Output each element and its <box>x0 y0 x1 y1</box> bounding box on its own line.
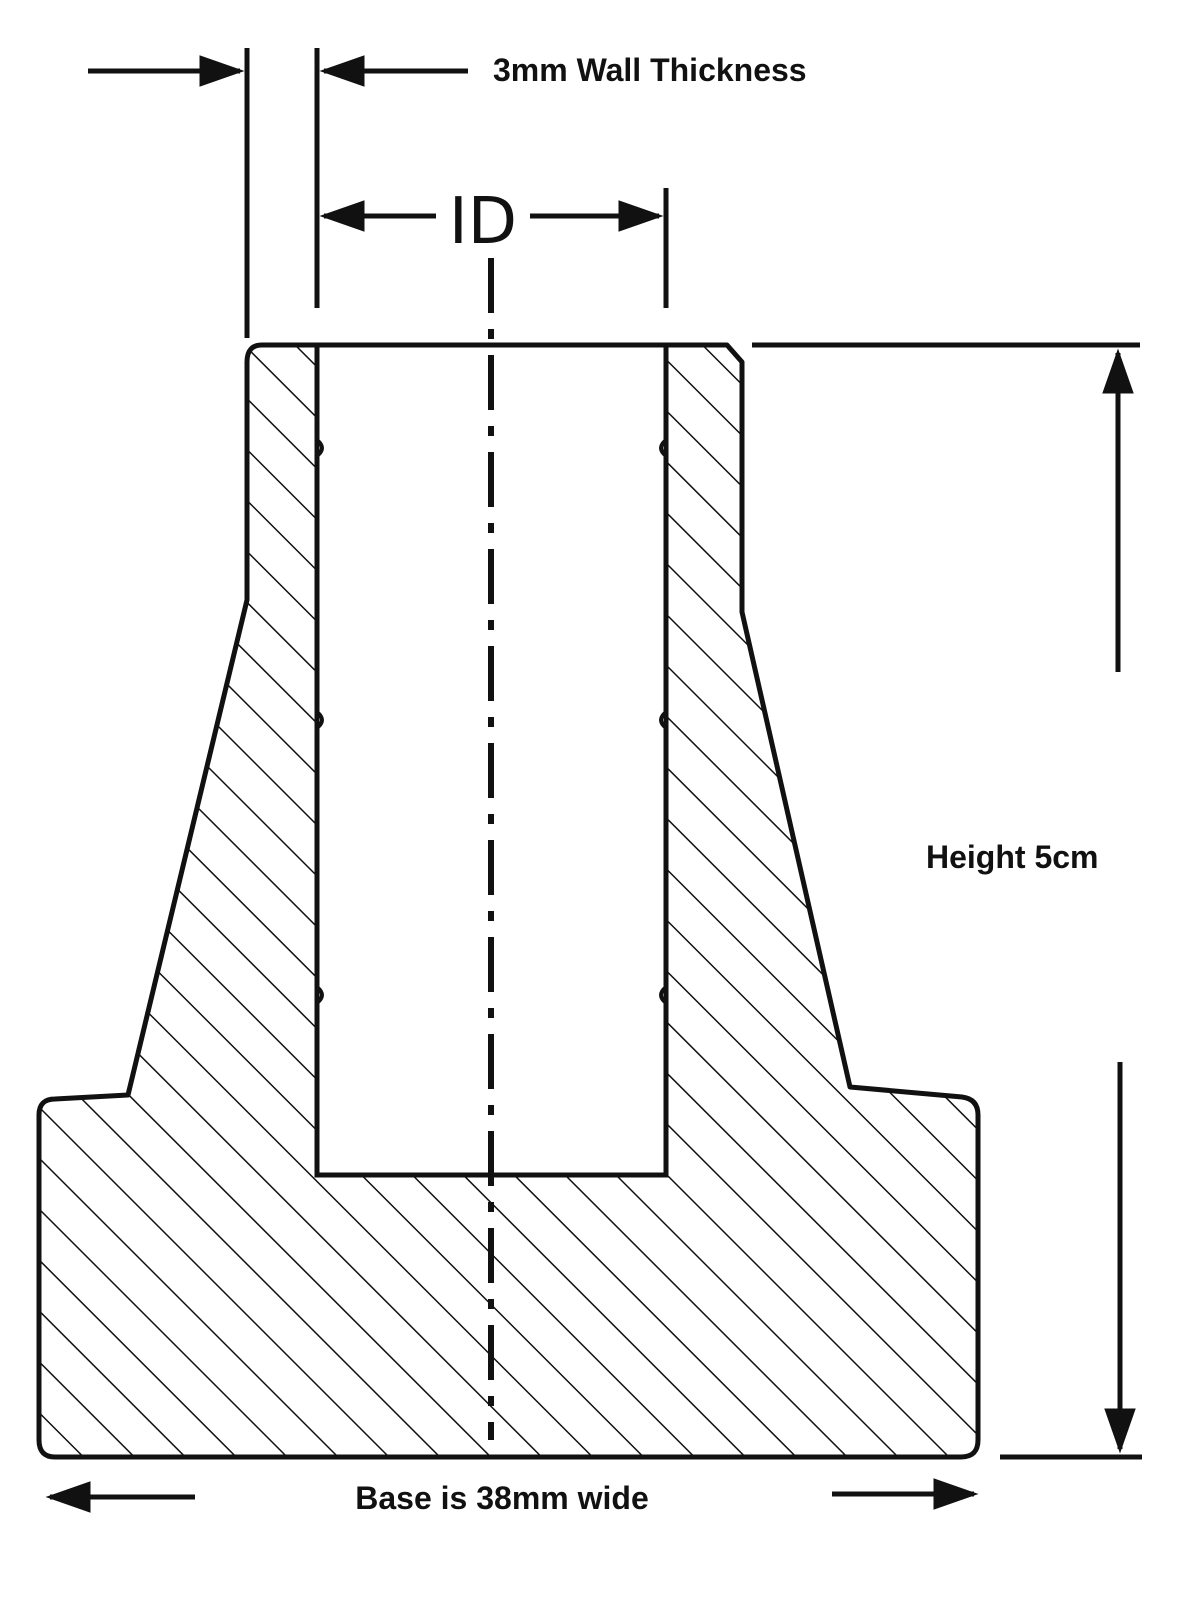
base-width-dimension <box>45 1478 979 1513</box>
height-dimension <box>752 342 1142 1460</box>
base-width-label: Base is 38mm wide <box>355 1480 648 1516</box>
bore-notches <box>315 438 668 1005</box>
wall-thickness-label: 3mm Wall Thickness <box>493 52 807 88</box>
id-label: ID <box>449 185 517 259</box>
wall-thickness-dimension <box>88 48 468 338</box>
height-label: Height 5cm <box>926 839 1098 875</box>
part-body-section <box>36 342 981 1460</box>
id-dimension <box>319 188 669 308</box>
